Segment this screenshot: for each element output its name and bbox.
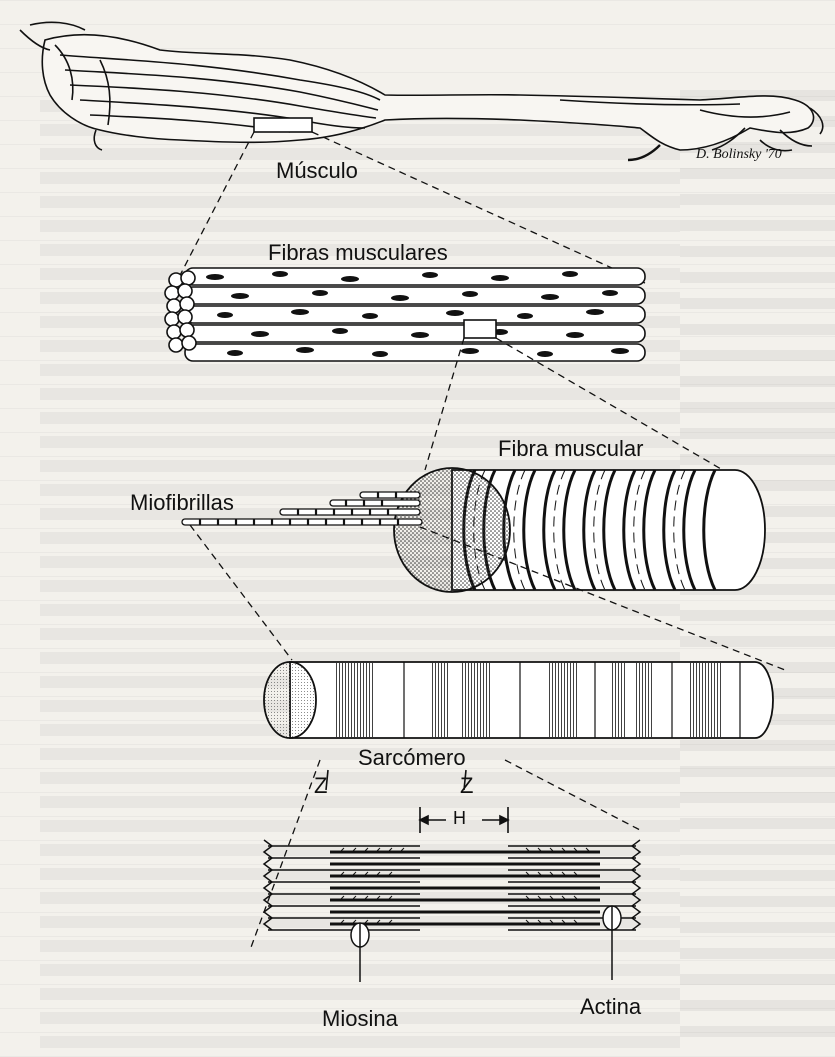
artist-signature: D. Bolinsky '70 [695,147,782,162]
myofibril-cylinder [264,662,773,738]
label-miofibrillas: Miofibrillas [130,490,234,516]
myofibril-cross-section [264,662,316,738]
sarcomere-filaments [264,840,640,930]
label-z-right: Z [460,773,473,799]
z-markers [326,770,466,790]
label-sarcomero: Sarcómero [358,745,466,771]
leg-illustration [20,22,823,160]
single-muscle-fiber [394,468,765,592]
myosin-pointer [351,923,369,982]
label-fibras-musculares: Fibras musculares [268,240,448,266]
label-actina: Actina [580,994,641,1020]
label-z-left: Z [314,773,327,799]
fiber-sample-box [464,320,496,338]
muscle-fiber-bundle [165,268,645,361]
actin-pointer [603,906,621,980]
zoom-lines-sarcomere [250,760,640,950]
fiber-cross-section [394,468,510,592]
label-miosina: Miosina [322,1006,398,1032]
label-h-zone: H [453,808,466,829]
muscle-sample-box [254,118,312,132]
label-fibra-muscular: Fibra muscular [498,436,643,462]
label-musculo: Músculo [276,158,358,184]
